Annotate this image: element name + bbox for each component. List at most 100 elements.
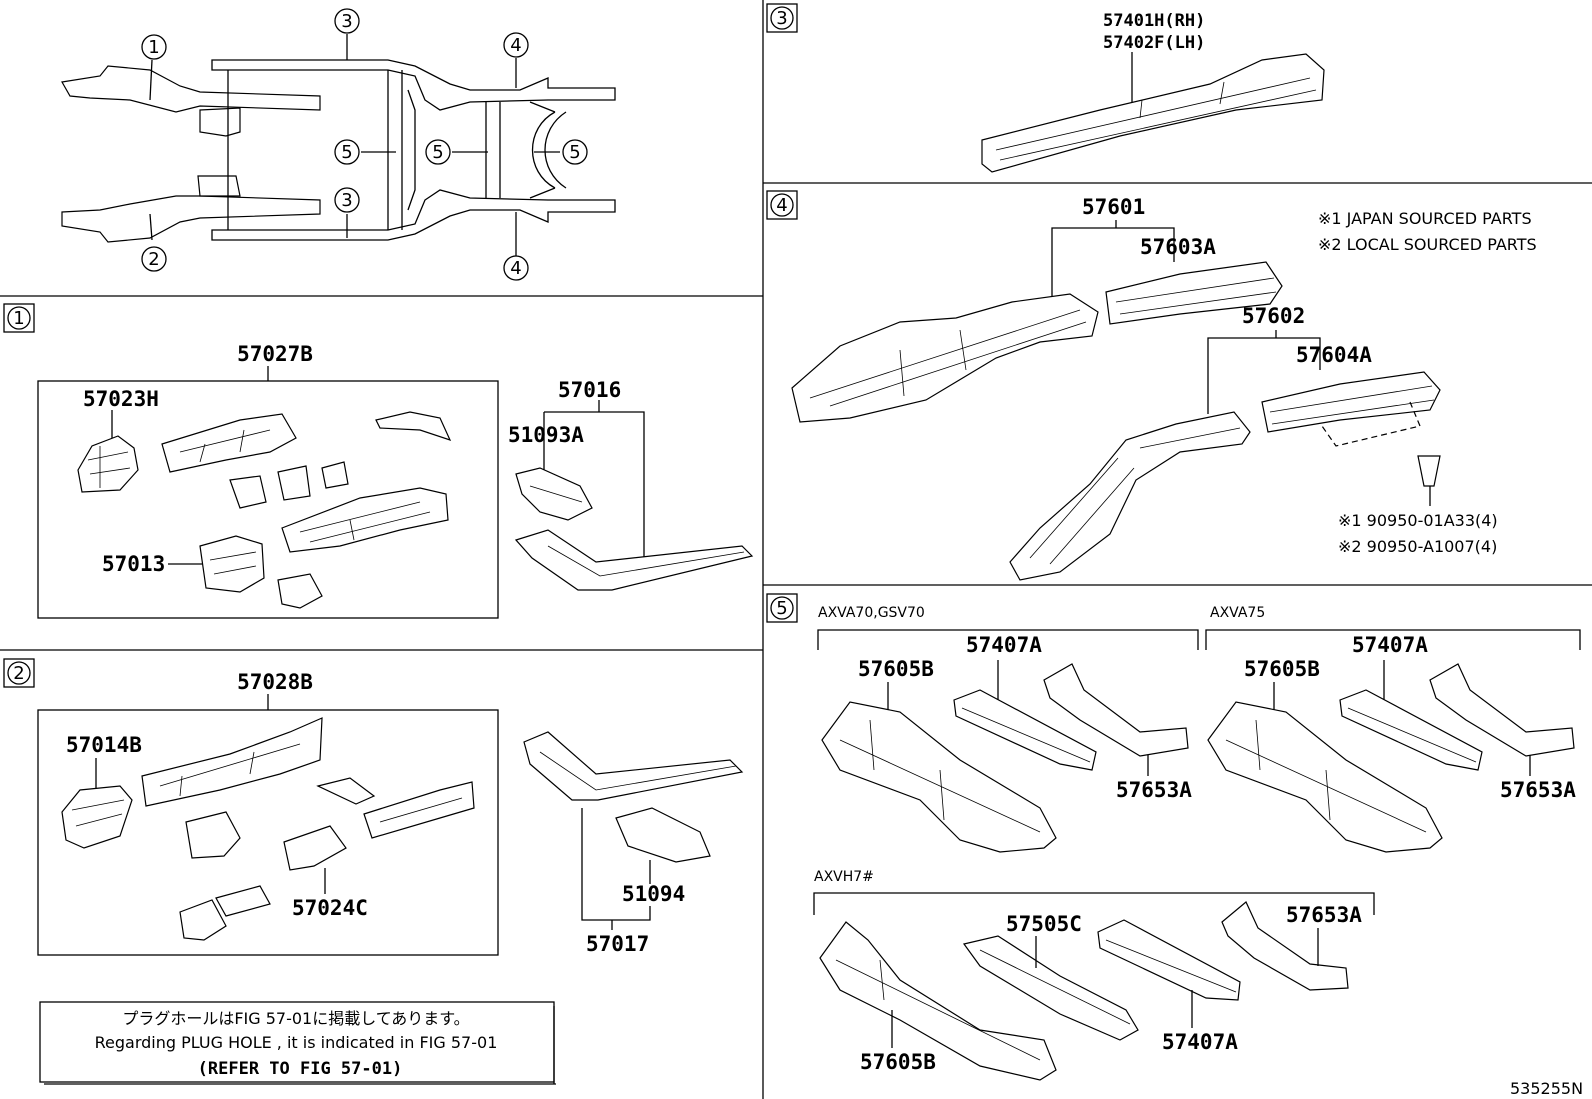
overview-callout-4-top: 4: [503, 32, 529, 58]
legend-local-sourced: ※2 LOCAL SOURCED PARTS: [1318, 235, 1537, 254]
notice-line-en: Regarding PLUG HOLE , it is indicated in…: [95, 1033, 498, 1052]
part-label-57603A: 57603A: [1140, 235, 1216, 259]
plug-hole-notice: プラグホールはFIG 57-01に掲載してあります。 Regarding PLU…: [39, 1001, 556, 1085]
section-1-index: 1: [3, 303, 35, 333]
part-side-member: [281, 487, 449, 553]
overview-callout-5-right: 5: [562, 139, 588, 165]
fastener-japan: ※1 90950-01A33(4): [1338, 511, 1498, 530]
part-57653A-g3: [1221, 901, 1349, 991]
part-51093A: [515, 467, 593, 521]
notice-line-ref: (REFER TO FIG 57-01): [198, 1059, 403, 1079]
section-4: 4 57601 57603A ※1 JAPAN SOURCED PARTS ※2…: [766, 190, 1537, 581]
svg-text:4: 4: [510, 35, 521, 56]
svg-text:5: 5: [432, 142, 443, 163]
part-label-57024C: 57024C: [292, 896, 368, 920]
part-57505C: [962, 935, 1139, 1041]
part-label-51094: 51094: [622, 882, 685, 906]
part-dash-upper: [141, 717, 323, 807]
part-label-57653A-g3: 57653A: [1286, 903, 1362, 927]
svg-text:5: 5: [569, 142, 580, 163]
part-57653A-g1: [1043, 663, 1189, 757]
part-apron: [363, 781, 475, 839]
fastener-bolt: [1417, 455, 1441, 487]
part-label-57653A-g1: 57653A: [1116, 778, 1192, 802]
overview-callout-5-left: 5: [334, 139, 360, 165]
section-2: 2 57028B 57014B 57024C 51094 57017: [3, 658, 744, 956]
section-5: 5 AXVA70,GSV70 AXVA75 AXVH7# 57605B 5740…: [766, 593, 1583, 1098]
overview-callout-3-bottom: 3: [334, 187, 360, 213]
svg-text:4: 4: [776, 195, 787, 216]
section-5-index: 5: [766, 593, 798, 623]
part-label-57407A-g2: 57407A: [1352, 633, 1428, 657]
section-3: 3 57401H(RH) 57402F(LH): [766, 3, 1325, 173]
part-57601: [791, 293, 1099, 423]
part-57401H-side-member: [981, 53, 1325, 173]
part-label-57023H: 57023H: [83, 387, 159, 411]
part-57653A-g2: [1429, 663, 1575, 757]
notice-line-jp: プラグホールはFIG 57-01に掲載してあります。: [122, 1009, 469, 1028]
part-57024C: [283, 825, 347, 871]
svg-text:5: 5: [341, 142, 352, 163]
variant-AXVA75: AXVA75: [1210, 605, 1265, 621]
variant-AXVA70-GSV70: AXVA70,GSV70: [818, 605, 925, 621]
part-label-57604A: 57604A: [1296, 343, 1372, 367]
svg-text:1: 1: [13, 308, 24, 329]
part-57407A-g2: [1339, 689, 1483, 771]
part-label-57401H: 57401H(RH): [1103, 11, 1205, 31]
drawing-id: 535255N: [1510, 1079, 1583, 1098]
part-label-57605B-g3: 57605B: [860, 1050, 936, 1074]
part-label-57014B: 57014B: [66, 733, 142, 757]
part-label-57601: 57601: [1082, 195, 1145, 219]
part-label-57605B-g1: 57605B: [858, 657, 934, 681]
part-label-57602: 57602: [1242, 304, 1305, 328]
legend-japan-sourced: ※1 JAPAN SOURCED PARTS: [1318, 209, 1532, 228]
part-label-57407A-g1: 57407A: [966, 633, 1042, 657]
part-51094: [615, 807, 711, 863]
part-57604A: [1261, 371, 1441, 433]
part-label-57027B: 57027B: [237, 342, 313, 366]
section-3-index: 3: [766, 3, 798, 33]
section-2-index: 2: [3, 658, 35, 688]
part-label-51093A: 51093A: [508, 423, 584, 447]
part-57023H: [77, 435, 139, 493]
svg-text:3: 3: [776, 8, 787, 29]
part-label-57016: 57016: [558, 378, 621, 402]
svg-text:2: 2: [148, 249, 159, 270]
overview-callout-5-mid: 5: [425, 139, 451, 165]
overview-callout-4-bottom: 4: [503, 255, 529, 281]
part-57407A-g3: [1097, 919, 1241, 1001]
overview-callout-2: 2: [141, 246, 167, 272]
part-bracket-upper: [161, 413, 297, 473]
section-1: 1 57027B 57023H 57013 57016 51093A: [3, 303, 754, 619]
svg-text:3: 3: [341, 11, 352, 32]
part-57017-rocker: [523, 731, 744, 801]
part-label-57505C: 57505C: [1006, 912, 1082, 936]
part-label-57028B: 57028B: [237, 670, 313, 694]
variant-AXVH7: AXVH7#: [814, 869, 874, 885]
section-4-index: 4: [766, 190, 798, 220]
part-label-57013: 57013: [102, 552, 165, 576]
svg-text:1: 1: [148, 37, 159, 58]
part-label-57402F: 57402F(LH): [1103, 33, 1205, 53]
part-57016-rocker: [514, 529, 754, 591]
part-57014B: [61, 785, 133, 849]
overview-callout-3-top: 3: [334, 8, 360, 34]
part-57013: [199, 535, 265, 593]
frame-overview: 1 2 3 3 4 4 5 5: [61, 8, 616, 281]
part-label-57653A-g2: 57653A: [1500, 778, 1576, 802]
overview-callout-1: 1: [141, 34, 167, 60]
part-label-57017: 57017: [586, 932, 649, 956]
part-label-57605B-g2: 57605B: [1244, 657, 1320, 681]
part-57407A-g1: [953, 689, 1097, 771]
svg-text:3: 3: [341, 190, 352, 211]
svg-text:4: 4: [510, 258, 521, 279]
part-57603A: [1105, 261, 1283, 325]
svg-text:5: 5: [776, 598, 787, 619]
part-57605B-g3: [819, 921, 1057, 1081]
part-57602: [1009, 411, 1251, 581]
part-57605B-g2: [1207, 701, 1443, 853]
fastener-local: ※2 90950-A1007(4): [1338, 537, 1497, 556]
svg-text:2: 2: [13, 663, 24, 684]
